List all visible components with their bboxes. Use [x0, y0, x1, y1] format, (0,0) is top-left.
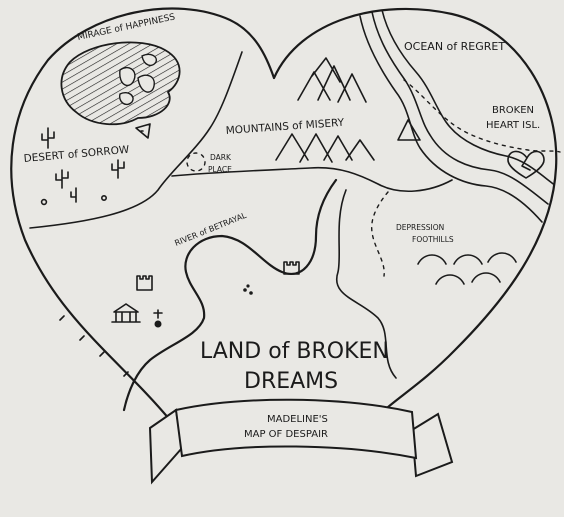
broken-heart-icon	[507, 150, 545, 179]
mirage-blob	[60, 41, 181, 126]
label-land-1: LAND of BROKEN	[200, 339, 389, 364]
mountains	[275, 57, 421, 163]
label-heart-island-2: HEART ISL.	[486, 120, 540, 131]
temple-icon	[111, 303, 141, 323]
cactus-icon	[41, 127, 125, 203]
castle-icon	[136, 261, 300, 291]
label-dark-place-2: PLACE	[208, 165, 232, 174]
river-of-betrayal	[122, 178, 338, 412]
banner-ribbon	[148, 398, 454, 485]
label-heart-island-1: BROKEN	[492, 105, 534, 116]
rocks-icon	[243, 284, 253, 295]
label-dark-place-1: DARK	[210, 153, 232, 162]
rock-icon	[40, 198, 48, 206]
dark-place-circle	[186, 152, 206, 172]
label-banner-2: MAP OF DESPAIR	[244, 429, 328, 440]
foothills	[417, 252, 517, 285]
border-desert-mountains	[29, 51, 243, 229]
label-banner-1: MADELINE'S	[267, 414, 328, 425]
coastline	[359, 9, 557, 223]
sea-route	[403, 79, 561, 153]
label-desert: DESERT of SORROW	[23, 144, 130, 165]
trail-foothills	[371, 191, 389, 277]
border-mountains-south	[171, 166, 453, 193]
heart-outline	[10, 7, 558, 422]
label-land-2: DREAMS	[244, 369, 338, 394]
label-mountains: MOUNTAINS of MISERY	[225, 117, 345, 137]
skull-icon	[135, 123, 151, 139]
label-foothills-2: FOOTHILLS	[412, 235, 454, 244]
label-foothills-1: DEPRESSION	[396, 223, 444, 232]
rock-icon	[101, 195, 108, 202]
edge-ticks	[59, 315, 129, 377]
label-river: RIVER of BETRAYAL	[173, 211, 248, 248]
border-east	[335, 189, 397, 379]
grave-icon	[153, 309, 163, 328]
label-ocean: OCEAN of REGRET	[404, 40, 505, 53]
